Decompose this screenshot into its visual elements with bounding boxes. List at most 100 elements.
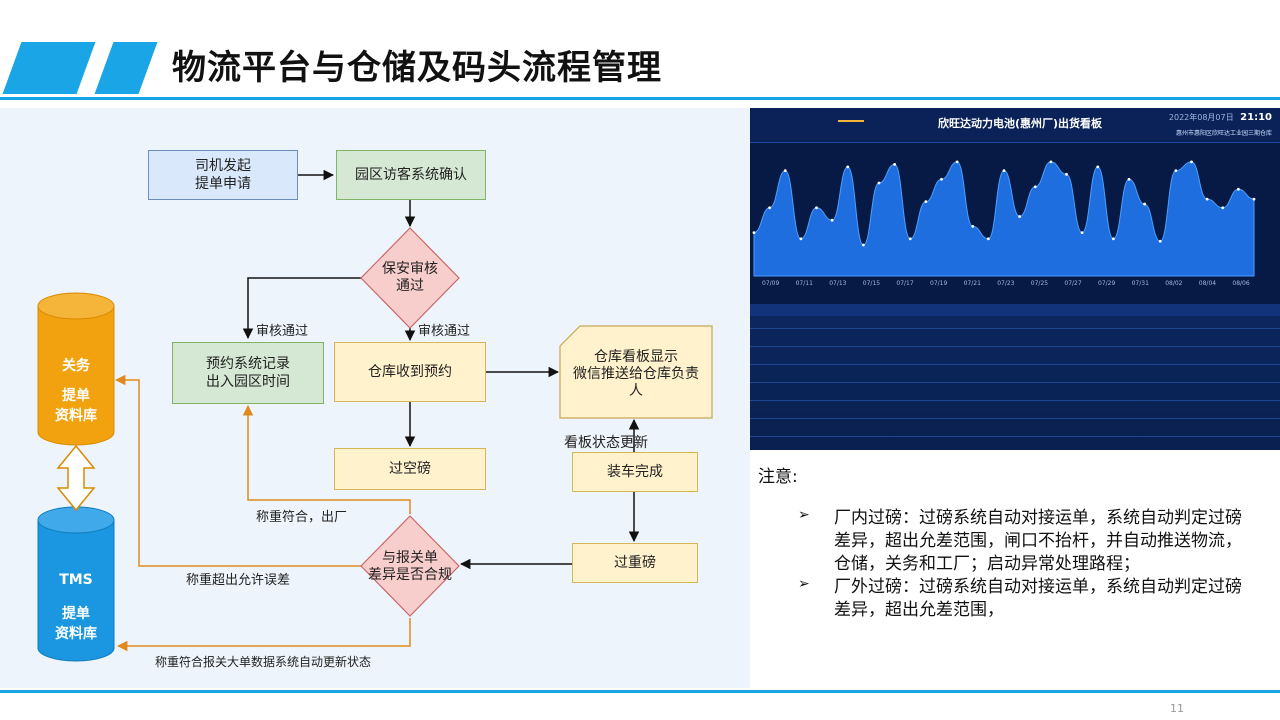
wave-point	[893, 163, 896, 166]
dashboard-table-row	[750, 382, 1280, 383]
board-notify-label: 仓库看板显示 微信推送给仓库负责 人	[564, 344, 708, 404]
dashboard-x-label: 07/27	[1064, 280, 1081, 287]
dashboard-table-row	[750, 364, 1280, 365]
edge-label-board-update: 看板状态更新	[564, 432, 648, 452]
wave-point	[1159, 240, 1162, 243]
header-stripe-2	[95, 42, 158, 94]
dashboard-x-label: 07/21	[964, 280, 981, 287]
dashboard-time: 21:10	[1240, 112, 1272, 123]
dashboard-table-row	[750, 346, 1280, 347]
dashboard-table-header	[750, 304, 1280, 316]
tms-db-subtitle: 提单 资料库	[38, 604, 114, 644]
dashboard-table-row	[750, 436, 1280, 437]
dashboard-title: 欣旺达动力电池(惠州厂)出货看板	[910, 115, 1130, 131]
customs-db-subtitle: 提单 资料库	[38, 386, 114, 426]
dashboard-x-label: 08/02	[1165, 280, 1182, 287]
wave-point	[846, 165, 849, 168]
customs-db-title: 关务	[38, 356, 114, 376]
wave-point	[1143, 203, 1146, 206]
bullet-arrow-icon: ➢	[798, 507, 810, 523]
edge-label-auto-update: 称重符合报关大单数据系统自动更新状态	[155, 653, 371, 670]
dashboard-date: 2022年08月07日 21:10	[1169, 112, 1272, 123]
wave-point	[815, 206, 818, 209]
page-number: 11	[1170, 702, 1184, 715]
loading-done-box: 装车完成	[572, 452, 698, 492]
wave-point	[1221, 206, 1224, 209]
wave-point	[1206, 198, 1209, 201]
wave-point	[831, 219, 834, 222]
visitor-system-box: 园区访客系统确认	[336, 150, 486, 200]
dashboard-x-label: 07/25	[1031, 280, 1048, 287]
dashboard-location: 惠州市惠阳区欣旺达工业园三期仓库	[1176, 128, 1272, 137]
wave-point	[1128, 178, 1131, 181]
dashboard-wave-chart	[750, 144, 1280, 294]
dashboard-x-label: 07/29	[1098, 280, 1115, 287]
notes-item-text: 厂外过磅：过磅系统自动对接运单，系统自动判定过磅差异，超出允差范围，	[834, 577, 1242, 620]
dashboard-x-label: 07/17	[896, 280, 913, 287]
sync-double-arrow	[58, 446, 94, 510]
booking-log-box: 预约系统记录 出入园区时间	[172, 342, 324, 404]
wave-point	[1034, 185, 1037, 188]
bullet-arrow-icon: ➢	[798, 576, 810, 592]
edge-compare-tms	[118, 618, 410, 646]
wave-point	[1065, 173, 1068, 176]
dashboard-x-label: 08/06	[1232, 280, 1249, 287]
compare-diamond-label: 与报关单 差异是否合规	[362, 547, 458, 587]
edge-label-weight-ok: 称重符合，出厂	[256, 506, 347, 525]
dashboard-x-label: 07/15	[863, 280, 880, 287]
wave-point	[1253, 198, 1256, 201]
dashboard-table-row	[750, 328, 1280, 329]
dashboard-x-label: 08/04	[1199, 280, 1216, 287]
wave-point	[971, 225, 974, 228]
edge-label-pass-down: 审核通过	[418, 320, 470, 339]
header-rule	[0, 97, 1280, 100]
wave-point	[924, 200, 927, 203]
notes-item: ➢ 厂内过磅：过磅系统自动对接运单，系统自动判定过磅差异，超出允差范围，闸口不抬…	[758, 507, 1248, 576]
wave-point	[1174, 169, 1177, 172]
footer-rule	[0, 690, 1280, 693]
dashboard-x-label: 07/13	[829, 280, 846, 287]
wave-point	[1049, 161, 1052, 164]
wave-point	[1018, 215, 1021, 218]
wave-point	[1081, 231, 1084, 234]
dashboard-table-row	[750, 418, 1280, 419]
page-title: 物流平台与仓储及码头流程管理	[172, 40, 662, 89]
dashboard-image: 欣旺达动力电池(惠州厂)出货看板 2022年08月07日 21:10 惠州市惠阳…	[750, 108, 1280, 450]
edge-label-weight-over: 称重超出允许误差	[186, 569, 290, 588]
dashboard-x-label: 07/11	[796, 280, 813, 287]
wave-point	[1096, 165, 1099, 168]
wave-point	[909, 237, 912, 240]
edge-compare-customs	[116, 380, 361, 566]
warehouse-receive-box: 仓库收到预约	[334, 342, 486, 402]
dashboard-x-labels: 07/09 07/11 07/13 07/15 07/17 07/19 07/21 07/23…	[750, 280, 1280, 290]
wave-point	[1003, 169, 1006, 172]
wave-point	[768, 206, 771, 209]
dashboard-x-label: 07/31	[1132, 280, 1149, 287]
wave-area	[754, 162, 1254, 276]
tms-db-title: TMS	[38, 570, 114, 590]
dashboard-date-text: 2022年08月07日	[1169, 113, 1234, 122]
wave-point	[987, 237, 990, 240]
dashboard-accent	[838, 120, 864, 122]
driver-request-box: 司机发起 提单申请	[148, 150, 298, 200]
guard-diamond-label: 保安审核 通过	[370, 258, 450, 298]
dashboard-table-row	[750, 400, 1280, 401]
edge-label-pass-left: 审核通过	[256, 320, 308, 339]
wave-point	[1237, 188, 1240, 191]
wave-point	[878, 182, 881, 185]
dashboard-x-label: 07/23	[997, 280, 1014, 287]
heavy-weigh-box: 过重磅	[572, 543, 698, 583]
dashboard-x-label: 07/19	[930, 280, 947, 287]
wave-point	[862, 244, 865, 247]
wave-point	[1112, 237, 1115, 240]
wave-point	[799, 237, 802, 240]
notes-item: ➢ 厂外过磅：过磅系统自动对接运单，系统自动判定过磅差异，超出允差范围，	[758, 576, 1248, 622]
empty-weigh-box: 过空磅	[334, 448, 486, 490]
notes-item-text: 厂内过磅：过磅系统自动对接运单，系统自动判定过磅差异，超出允差范围，闸口不抬杆，…	[834, 508, 1242, 574]
wave-point	[753, 231, 756, 234]
dashboard-table	[750, 304, 1280, 450]
dashboard-x-label: 07/09	[762, 280, 779, 287]
wave-point	[784, 169, 787, 172]
notes-heading: 注意:	[758, 462, 1248, 487]
header-stripe-1	[3, 42, 96, 94]
